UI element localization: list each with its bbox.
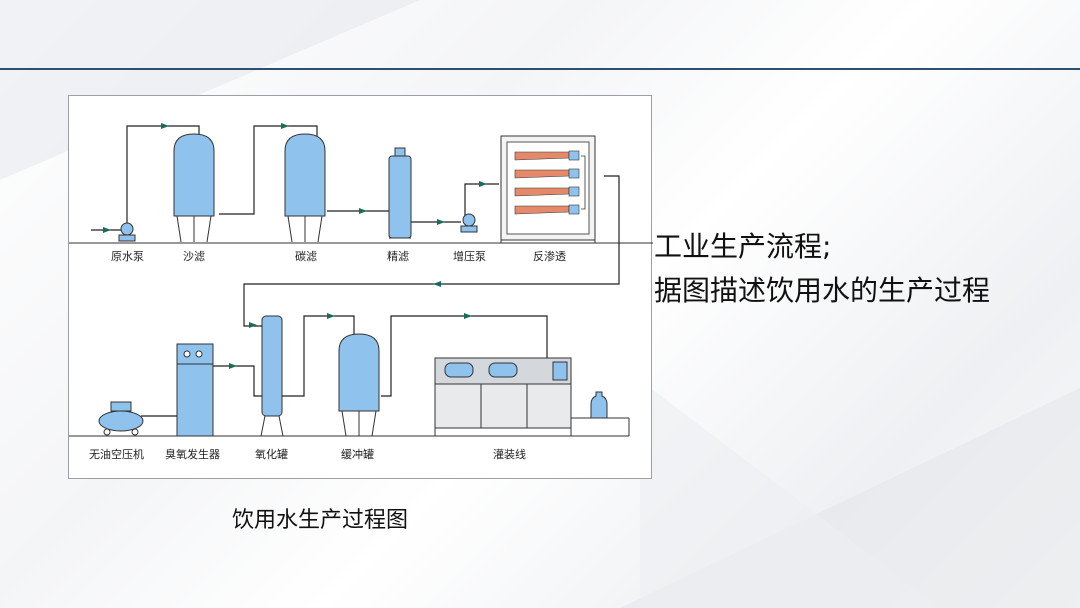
label-reverse-osmosis: 反渗透	[533, 249, 566, 263]
label-sand-filter: 沙滤	[183, 250, 205, 263]
flow-arrows	[229, 313, 472, 369]
process-diagram: 原水泵 沙滤 碳滤 精滤 增压泵 反渗透 无油空压机 臭氧发生器 氧化罐 缓冲罐…	[68, 95, 653, 479]
label-oxidation-tank: 氧化罐	[255, 447, 288, 461]
question-line-2: 据图描述饮用水的生产过程	[654, 274, 991, 307]
diagram-caption: 饮用水生产过程图	[232, 508, 409, 533]
question-line-1: 工业生产流程;	[654, 230, 832, 263]
reverse-osmosis-rack	[500, 135, 596, 243]
buffer-tank	[338, 333, 380, 437]
carbon-filter-tank	[284, 133, 326, 243]
label-fine-filter: 精滤	[387, 250, 409, 263]
question-text: 工业生产流程; 据图描述饮用水的生产过程	[654, 225, 990, 313]
flow-arrows	[103, 123, 487, 328]
raw-pump-icon	[118, 222, 136, 242]
pipes-bottom	[141, 315, 548, 417]
label-ozone-generator: 臭氧发生器	[165, 447, 220, 461]
air-compressor	[98, 401, 144, 436]
sand-filter-tank	[173, 133, 215, 243]
filling-line-machine	[434, 357, 630, 436]
label-oil-free-compressor: 无油空压机	[89, 447, 144, 461]
oxidation-tank	[260, 315, 284, 437]
header-rule	[0, 68, 1080, 70]
label-booster-pump: 增压泵	[453, 249, 486, 263]
label-buffer-tank: 缓冲罐	[341, 447, 374, 461]
booster-pump-icon	[460, 213, 478, 233]
pipes-top	[91, 125, 620, 327]
label-carbon-filter: 碳滤	[295, 249, 317, 263]
label-raw-pump: 原水泵	[111, 250, 144, 263]
background-facet	[640, 380, 940, 608]
fine-filter-column	[388, 147, 412, 239]
ozone-generator	[176, 343, 214, 437]
label-filling-line: 灌装线	[493, 447, 526, 461]
